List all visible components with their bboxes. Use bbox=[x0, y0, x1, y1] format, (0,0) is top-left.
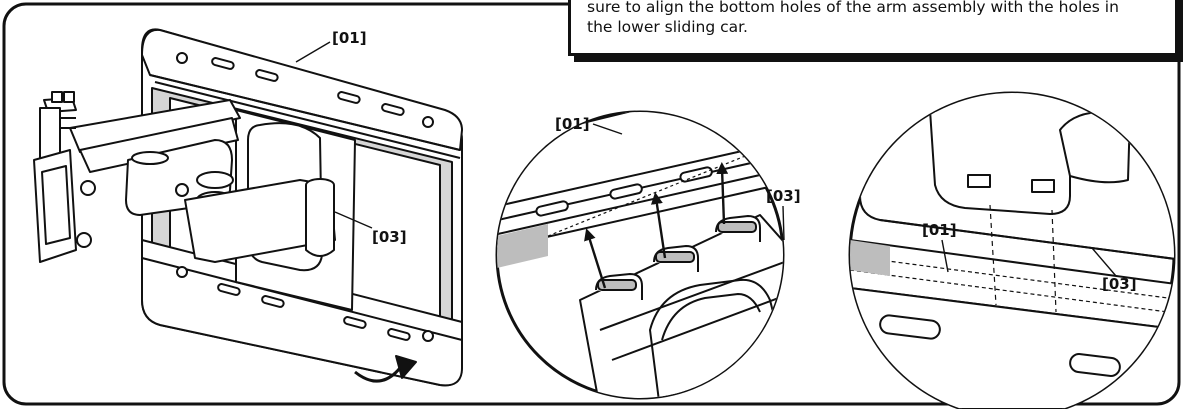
label-main-wall-plate: [01] bbox=[332, 29, 367, 47]
label-detail-right-arm: [03] bbox=[1102, 275, 1137, 293]
instruction-line-2: the lower sliding car. bbox=[587, 18, 748, 36]
main-mount-illustration bbox=[33, 28, 463, 387]
leader-main-plate bbox=[295, 41, 331, 63]
label-detail-left-arm: [03] bbox=[766, 187, 801, 205]
label-detail-right-plate: [01] bbox=[922, 221, 957, 239]
label-detail-left-plate: [01] bbox=[555, 115, 590, 133]
detail-circle-right bbox=[848, 91, 1176, 409]
instruction-callout: sure to align the bottom holes of the ar… bbox=[568, 0, 1178, 56]
label-main-arm: [03] bbox=[372, 228, 407, 246]
instruction-line-1: sure to align the bottom holes of the ar… bbox=[587, 0, 1119, 16]
instruction-text: sure to align the bottom holes of the ar… bbox=[587, 0, 1177, 37]
